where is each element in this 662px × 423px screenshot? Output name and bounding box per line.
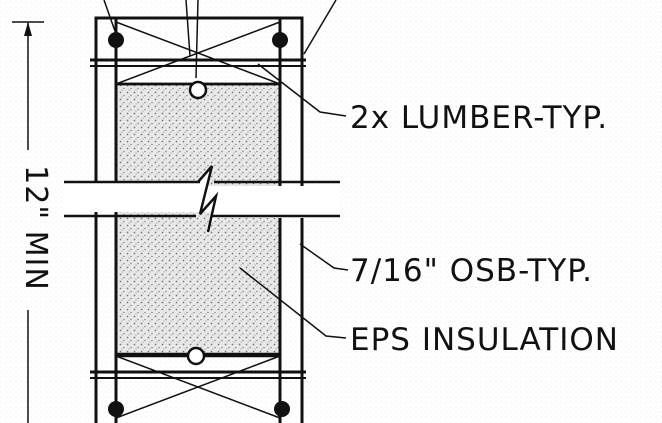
osb-label: 7/16" OSB-TYP. (350, 253, 593, 289)
rebar-dots (108, 32, 290, 417)
insulation-leader (239, 267, 347, 339)
insulation-label: EPS INSULATION (350, 322, 619, 358)
osb-outer-skin (94, 16, 304, 423)
rebar-dot-top-right (272, 32, 288, 48)
dimension-arrow-top (24, 22, 32, 36)
top-leaders (103, 0, 337, 79)
eps-insulation-core (114, 82, 282, 356)
dimension-label: 12" MIN (18, 165, 53, 291)
dimension-line (12, 21, 44, 423)
rebar-dot-top-left (108, 32, 124, 48)
lumber-leader (257, 63, 347, 117)
bottom-strap (90, 370, 306, 379)
spline-holes (186, 80, 208, 366)
panel-section (90, 16, 306, 423)
hole-bottom (186, 346, 206, 366)
label-leaders (239, 63, 349, 339)
break-line (64, 165, 340, 233)
rebar-dot-bottom-right (274, 401, 290, 417)
lumber-label: 2x LUMBER-TYP. (350, 100, 608, 136)
top-strap (90, 58, 306, 67)
hole-top (188, 80, 208, 100)
rebar-dot-bottom-left (108, 401, 124, 417)
osb-leader (299, 243, 349, 271)
